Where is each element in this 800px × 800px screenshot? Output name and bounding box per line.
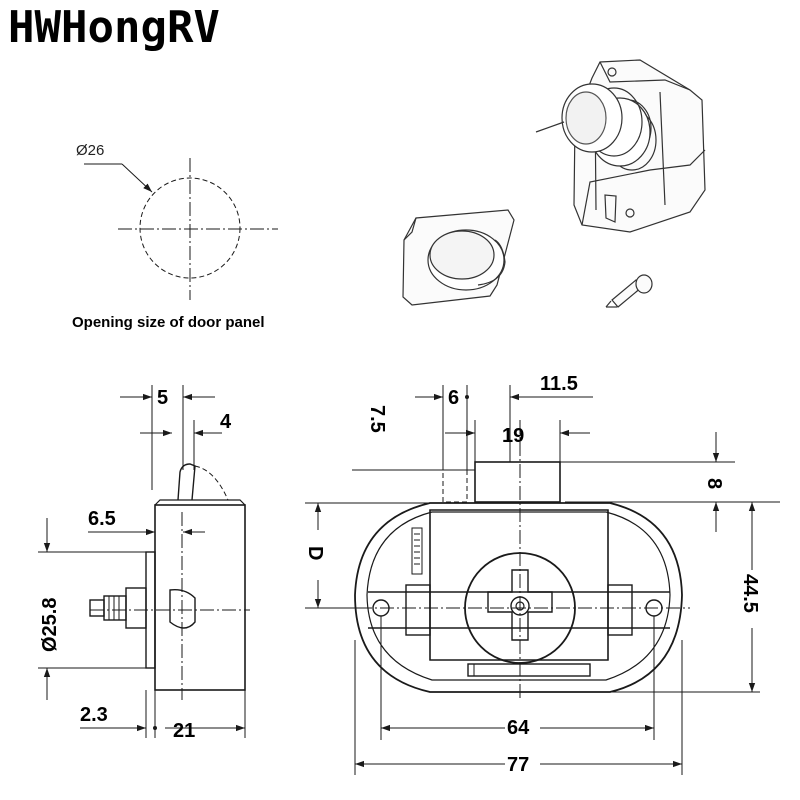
dim-front-19: 19 <box>502 425 524 447</box>
dim-side-6-5: 6.5 <box>88 508 116 530</box>
panel-opening-diagram: Ø26 Opening size of door panel <box>72 142 278 331</box>
panel-opening-caption: Opening size of door panel <box>72 314 265 331</box>
brand-title: HWHongRV <box>8 2 220 53</box>
side-latch-tongue <box>177 463 196 501</box>
dim-front-64: 64 <box>507 717 530 739</box>
side-view-drawing: 5 4 6.5 Ø25.8 2.3 21 <box>38 385 250 742</box>
side-body <box>154 504 246 691</box>
front-view-drawing: 6 11.5 19 7.5 8 D 44.5 64 <box>304 373 780 776</box>
dim-side-21: 21 <box>173 720 195 742</box>
side-button <box>103 595 127 621</box>
front-latch-bolt <box>474 461 561 503</box>
dim-front-44-5: 44.5 <box>739 574 761 613</box>
dim-front-D: D <box>304 546 326 560</box>
dim-front-7-5: 7.5 <box>366 405 388 433</box>
dim-front-8: 8 <box>703 478 725 489</box>
dim-front-11-5: 11.5 <box>540 373 578 395</box>
dim-front-6: 6 <box>448 387 459 409</box>
panel-opening-diameter-label: Ø26 <box>76 142 104 159</box>
dim-side-4: 4 <box>220 411 232 433</box>
square-bezel-ring-icon <box>402 209 515 306</box>
dim-side-5: 5 <box>157 387 168 409</box>
mounting-screw-icon <box>605 274 653 308</box>
dim-front-77: 77 <box>507 754 529 776</box>
dim-side-25-8: Ø25.8 <box>39 598 61 652</box>
button-latch-3d-icon <box>535 59 706 233</box>
dim-side-2-3: 2.3 <box>80 704 108 726</box>
